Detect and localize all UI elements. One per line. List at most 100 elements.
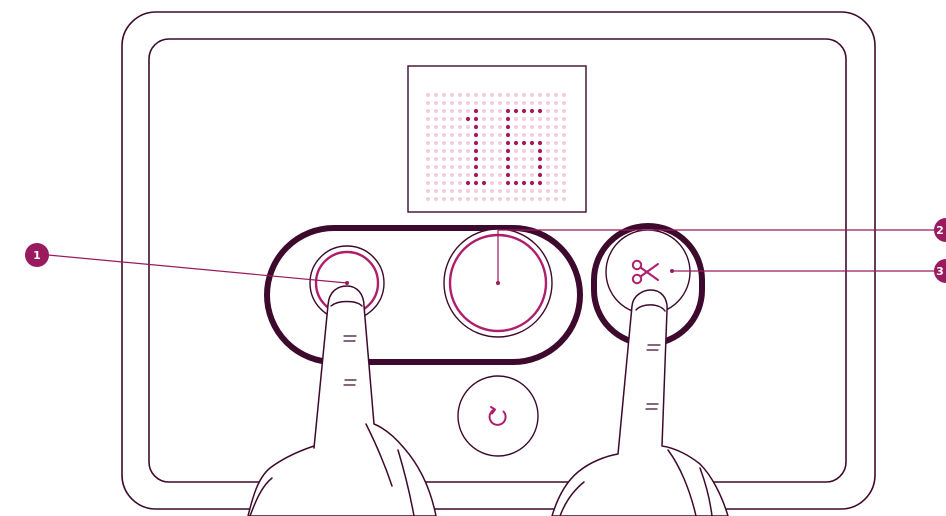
display-dot-unlit (562, 133, 566, 137)
display-dot-unlit (498, 133, 502, 137)
display-dot-unlit (514, 133, 518, 137)
display-dot-unlit (530, 189, 534, 193)
display-dot-unlit (426, 101, 430, 105)
display-dot-lit (538, 165, 542, 169)
display-dot-unlit (474, 101, 478, 105)
display-dot-unlit (434, 133, 438, 137)
display-dot-unlit (442, 125, 446, 129)
display-dot-unlit (458, 101, 462, 105)
display-dot-unlit (466, 101, 470, 105)
display-dot-unlit (522, 197, 526, 201)
display-dot-unlit (458, 181, 462, 185)
display-dot-unlit (554, 109, 558, 113)
display-dot-unlit (442, 173, 446, 177)
display-dot-unlit (546, 165, 550, 169)
display-dot-unlit (482, 189, 486, 193)
display-dot-unlit (434, 109, 438, 113)
display-dot-unlit (490, 117, 494, 121)
display-dot-unlit (562, 197, 566, 201)
display-dot-unlit (546, 117, 550, 121)
display-dot-unlit (562, 181, 566, 185)
display-dot-unlit (482, 149, 486, 153)
display-dot-unlit (442, 117, 446, 121)
reset-button[interactable] (458, 376, 538, 456)
display-dot-unlit (530, 101, 534, 105)
display-dot-unlit (442, 181, 446, 185)
display-dot-unlit (562, 93, 566, 97)
display-dot-unlit (466, 189, 470, 193)
display-dot-unlit (530, 117, 534, 121)
display-dot-unlit (450, 197, 454, 201)
display-dot-unlit (426, 93, 430, 97)
display-dot-unlit (434, 165, 438, 169)
display-dot-unlit (530, 157, 534, 161)
display-dot-unlit (426, 109, 430, 113)
display-dot-unlit (514, 197, 518, 201)
display-dot-unlit (442, 165, 446, 169)
display-dot-lit (474, 157, 478, 161)
display-dot-lit (522, 181, 526, 185)
display-dot-unlit (562, 165, 566, 169)
display-dot-unlit (498, 197, 502, 201)
display-dot-unlit (562, 101, 566, 105)
display-dot-unlit (546, 173, 550, 177)
display-dot-unlit (458, 149, 462, 153)
display-dot-lit (466, 117, 470, 121)
display-dot-unlit (554, 125, 558, 129)
display-dot-unlit (490, 189, 494, 193)
display-dot-lit (538, 157, 542, 161)
display-dot-unlit (442, 197, 446, 201)
display-dot-unlit (458, 173, 462, 177)
display-dot-unlit (490, 181, 494, 185)
display-dot-lit (514, 109, 518, 113)
display-dot-unlit (554, 117, 558, 121)
display-dot-unlit (562, 109, 566, 113)
display-dot-unlit (554, 133, 558, 137)
display-dot-unlit (554, 165, 558, 169)
display-dot-unlit (466, 173, 470, 177)
display-dot-unlit (426, 117, 430, 121)
display-dot-unlit (466, 125, 470, 129)
display-dot-unlit (426, 189, 430, 193)
display-dot-unlit (434, 93, 438, 97)
display-dot-unlit (546, 141, 550, 145)
display-dot-unlit (514, 165, 518, 169)
display-dot-unlit (546, 197, 550, 201)
display-dot-unlit (554, 173, 558, 177)
display-dot-unlit (450, 165, 454, 169)
display-dot-unlit (562, 149, 566, 153)
display-dot-unlit (498, 173, 502, 177)
display-dot-unlit (514, 157, 518, 161)
display-dot-unlit (554, 101, 558, 105)
display-dot-unlit (434, 173, 438, 177)
display-dot-unlit (482, 197, 486, 201)
callout-1-number: 1 (33, 249, 41, 262)
display-dot-unlit (538, 197, 542, 201)
display-dot-unlit (530, 149, 534, 153)
display-dot-unlit (490, 125, 494, 129)
display-dot-unlit (490, 197, 494, 201)
display-dot-lit (530, 181, 534, 185)
display-dot-unlit (562, 117, 566, 121)
display-dot-unlit (514, 125, 518, 129)
display-dot-unlit (458, 109, 462, 113)
display-dot-unlit (490, 133, 494, 137)
display-dot-unlit (442, 101, 446, 105)
display-dot-unlit (482, 125, 486, 129)
display-dot-unlit (562, 157, 566, 161)
display-dot-unlit (546, 109, 550, 113)
display-dot-unlit (554, 181, 558, 185)
display-dot-unlit (538, 125, 542, 129)
display-dot-unlit (450, 101, 454, 105)
display-dot-lit (474, 133, 478, 137)
display-dot-unlit (546, 181, 550, 185)
display-dot-lit (522, 141, 526, 145)
display-dot-unlit (426, 157, 430, 161)
display-dot-unlit (546, 133, 550, 137)
display-dot-unlit (498, 109, 502, 113)
display-dot-unlit (522, 117, 526, 121)
display-dot-unlit (426, 133, 430, 137)
display-dot-lit (538, 173, 542, 177)
display-dot-unlit (562, 173, 566, 177)
display-dot-unlit (434, 149, 438, 153)
